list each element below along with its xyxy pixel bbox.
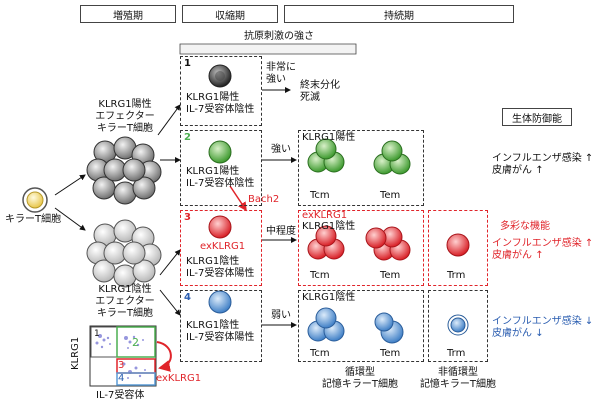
flow-q1: 1 xyxy=(94,329,100,339)
subset2-cell xyxy=(208,140,232,164)
subset4-num: 4 xyxy=(184,292,191,303)
memory-red-box xyxy=(298,210,424,286)
flow-plot xyxy=(89,325,172,387)
subset4-box xyxy=(180,290,262,362)
memory-blue-trm: Trm xyxy=(447,348,466,359)
naive-cell xyxy=(22,187,48,213)
subset1-cell xyxy=(208,64,232,88)
memory-blue-box xyxy=(298,290,424,362)
red-tem-cells xyxy=(365,226,411,261)
green-tcm-cells xyxy=(307,138,345,173)
blue-tem-cells xyxy=(374,312,404,344)
green-tem-cells xyxy=(373,140,411,175)
arrow-naive-neg xyxy=(54,207,86,231)
memory-red-exklrg1: exKLRG1 xyxy=(302,210,348,221)
flow-q2: 2 xyxy=(132,336,139,349)
memory-blue-trm-box xyxy=(428,290,488,362)
subset3-exklrg1: exKLRG1 xyxy=(200,241,246,252)
subset1-num: 1 xyxy=(184,58,191,69)
blue-tcm-cells xyxy=(307,307,345,342)
host-defense-label: 生体防御能 xyxy=(502,108,572,126)
medium-label: 中程度 xyxy=(266,226,296,237)
very-strong-label: 非常に強い xyxy=(266,62,296,85)
bach2-label: Bach2 xyxy=(248,194,280,205)
defense-green: インフルエンザ感染 ↑ 皮膚がん ↑ xyxy=(492,153,594,176)
bach2-arrow xyxy=(229,185,247,212)
terminal-label: 終末分化死滅 xyxy=(300,80,340,103)
phase-expansion: 増殖期 xyxy=(80,5,176,23)
subset2-box xyxy=(180,130,262,206)
subset2-num: 2 xyxy=(184,132,191,143)
phase-memory: 持続期 xyxy=(284,5,514,23)
memory-green-title: KLRG1陽性 xyxy=(302,132,356,143)
blue-trm-cell xyxy=(447,314,469,336)
antigen-strength-bar xyxy=(179,43,357,55)
weak-label: 弱い xyxy=(271,310,291,321)
subset3-box xyxy=(180,210,262,286)
arrow-naive-pos xyxy=(54,174,86,196)
red-trm-cell xyxy=(446,233,470,257)
klrg1-pos-effector-cluster xyxy=(86,136,162,205)
flow-q4: 4 xyxy=(118,373,125,384)
defense-red: インフルエンザ感染 ↑ 皮膚がん ↑ xyxy=(492,238,594,261)
memory-red-trm-box xyxy=(428,210,488,286)
naive-label: キラーT細胞 xyxy=(5,214,62,225)
memory-green-tcm: Tcm xyxy=(310,190,330,201)
flow-ylabel: KLRG1 xyxy=(70,336,81,370)
antigen-strength-label: 抗原刺激の強さ xyxy=(244,31,314,42)
arrow-to-subset1 xyxy=(157,104,181,136)
subset3-num: 3 xyxy=(184,212,191,223)
memory-blue-title: KLRG1陰性 xyxy=(302,292,356,303)
klrg1-pos-effector-label: KLRG1陽性エフェクターキラーT細胞 xyxy=(95,99,155,134)
memory-green-box xyxy=(298,130,424,206)
memory-red-tem: Tem xyxy=(380,270,401,281)
subset1-box xyxy=(180,56,262,126)
memory-red-tcm: Tcm xyxy=(310,270,330,281)
klrg1-neg-effector-label: KLRG1陰性エフェクターキラーT細胞 xyxy=(95,284,155,319)
flow-exklrg1: exKLRG1 xyxy=(156,373,202,384)
memory-green-tem: Tem xyxy=(380,190,401,201)
flow-xlabel: IL-7受容体 xyxy=(96,390,145,401)
memory-blue-tem: Tem xyxy=(380,348,401,359)
red-tcm-cells xyxy=(307,225,345,260)
memory-red-trm: Trm xyxy=(447,270,466,281)
arrow-to-subset4 xyxy=(159,289,181,316)
strong-label: 強い xyxy=(271,144,291,155)
non-circulating-label: 非循環型記憶キラーT細胞 xyxy=(419,367,497,390)
memory-blue-tcm: Tcm xyxy=(310,348,330,359)
subset4-cell xyxy=(208,290,232,314)
subset3-cell xyxy=(208,215,232,239)
klrg1-neg-effector-cluster xyxy=(86,219,162,288)
flow-q3: 3 xyxy=(118,360,125,371)
phase-contraction: 収縮期 xyxy=(182,5,278,23)
memory-red-title: KLRG1陰性 xyxy=(302,221,356,232)
defense-blue: インフルエンザ感染 ↓ 皮膚がん ↓ xyxy=(492,316,594,339)
defense-red-head: 多彩な機能 xyxy=(500,221,550,232)
arrow-to-subset3 xyxy=(159,249,181,276)
circulating-label: 循環型記憶キラーT細胞 xyxy=(321,367,399,390)
